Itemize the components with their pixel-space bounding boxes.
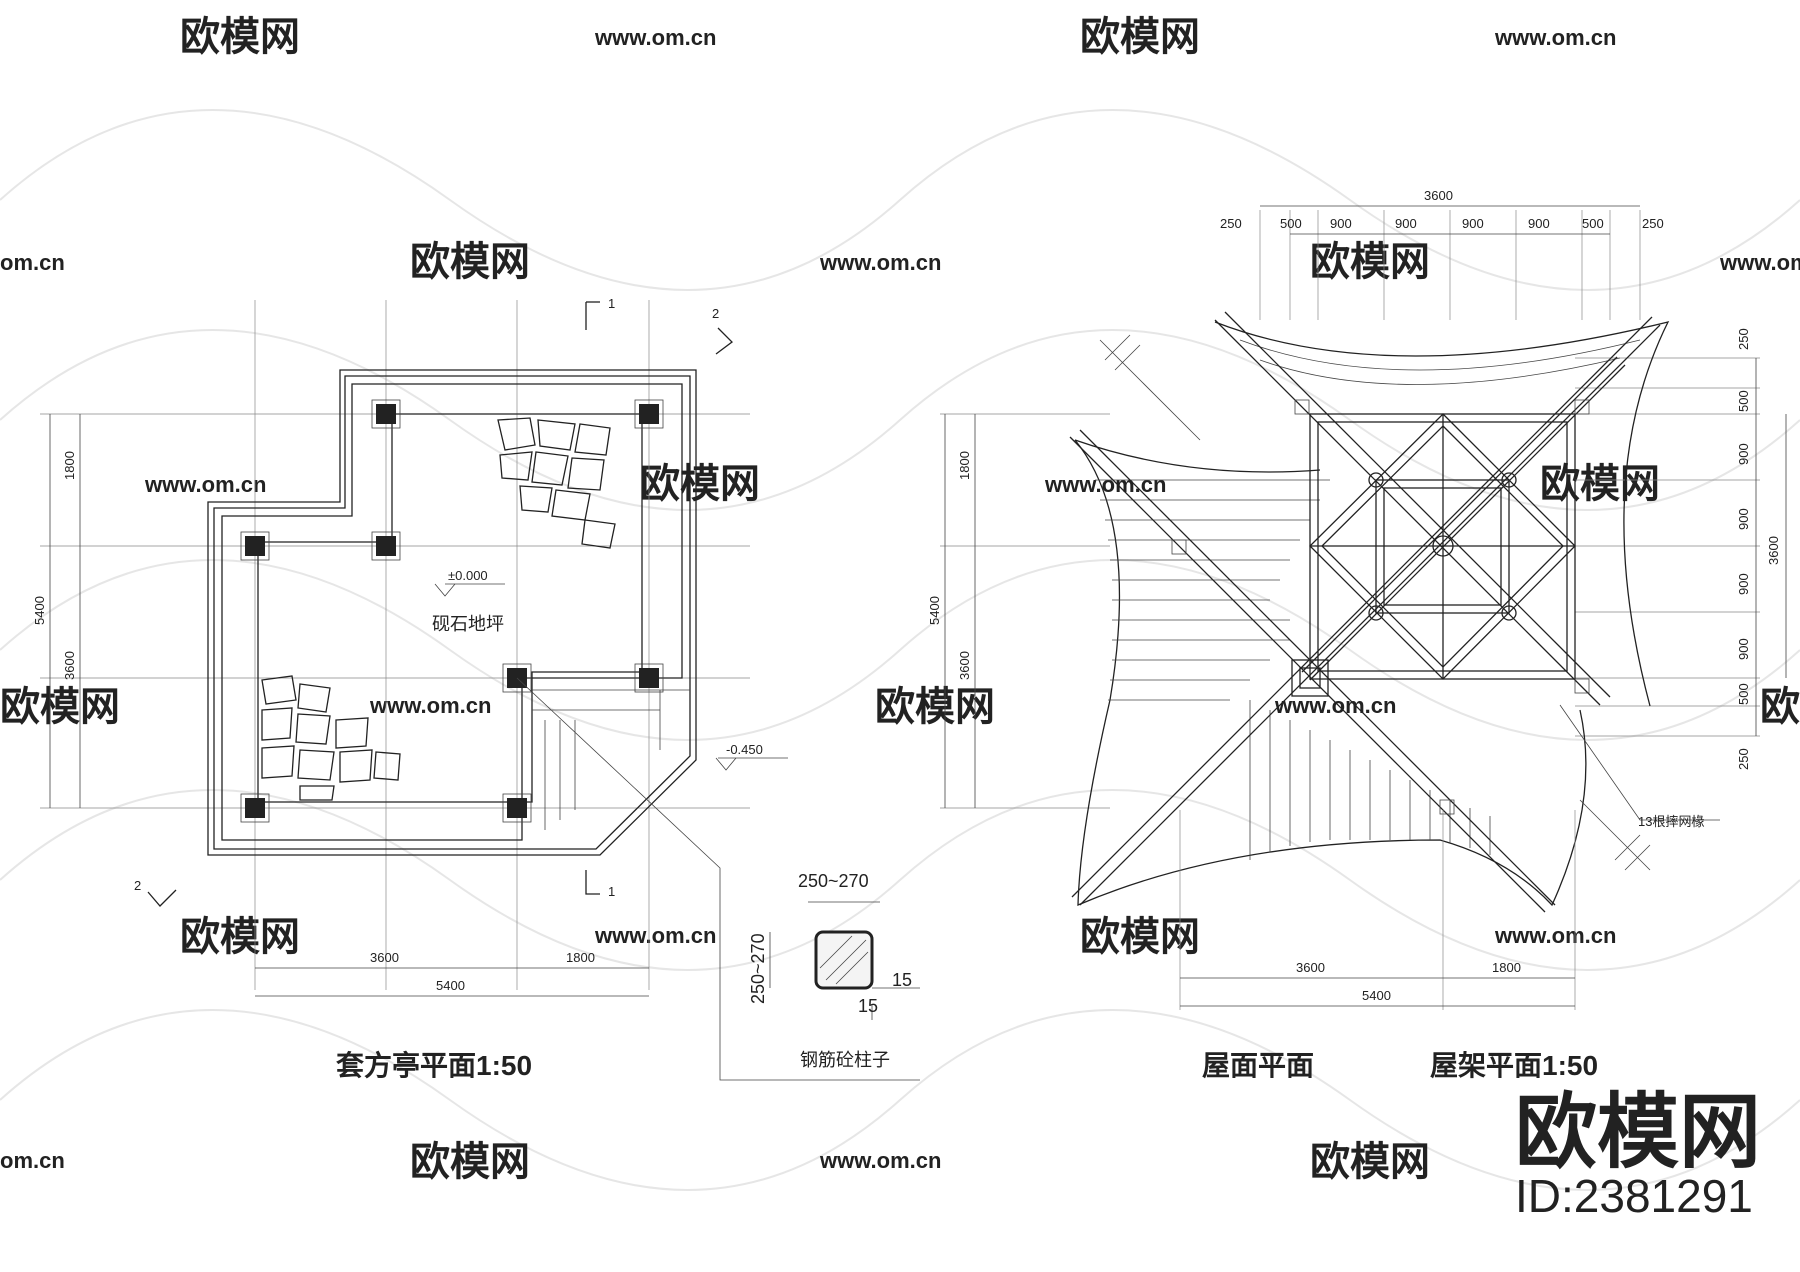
roof-plan-title: 屋面平面	[1202, 1050, 1314, 1081]
watermark-url: om.cn	[0, 1148, 65, 1173]
watermark-brand: 欧模网	[410, 1140, 530, 1184]
roof-dim-right-total: 3600	[1766, 536, 1781, 565]
watermark-brand: 欧模网	[1080, 15, 1200, 59]
column-offset-a: 15	[892, 970, 912, 990]
watermark-brand: 欧模网	[410, 240, 530, 284]
watermark-brand: 欧模网	[1080, 915, 1200, 959]
stamp-id: ID:2381291	[1515, 1170, 1753, 1222]
column	[639, 668, 659, 688]
dim-left-total: 5400	[32, 596, 47, 625]
roof-dim-bottom-total: 5400	[1362, 988, 1391, 1003]
roof-dim-right: 250	[1736, 748, 1751, 770]
roof-dim-top: 900	[1395, 216, 1417, 231]
roof-dim-top: 900	[1462, 216, 1484, 231]
roof-dim-right: 900	[1736, 573, 1751, 595]
level-main: ±0.000	[448, 568, 488, 583]
roof-frame-title: 屋架平面1:50	[1430, 1050, 1598, 1081]
section-mark-2: 2	[134, 878, 141, 893]
stone-paving	[497, 417, 616, 549]
watermark-layer: 欧模网 www.om.cn 欧模网 www.om.cn om.cn 欧模网 ww…	[0, 15, 1800, 1191]
column	[245, 536, 265, 556]
roof-dim-top-total: 3600	[1424, 188, 1453, 203]
column-detail-title: 钢筋砼柱子	[800, 1050, 890, 1070]
column	[245, 798, 265, 818]
watermark-brand: 欧模网	[180, 915, 300, 959]
watermark-url: www.om.cn	[144, 472, 266, 497]
roof-dim-top: 500	[1582, 216, 1604, 231]
dim-bottom-b: 1800	[566, 950, 595, 965]
stamp-brand: 欧模网	[1515, 1087, 1761, 1178]
column-detail: 250~270 250~270 15 15 钢筋砼柱子	[748, 871, 920, 1070]
column-size-h: 250~270	[798, 871, 869, 891]
column	[376, 404, 396, 424]
watermark-url: www.om.cn	[594, 25, 716, 50]
roof-plan: 13根摔网椽 3600 250 500 900 900 900 900 500 …	[927, 188, 1787, 1081]
column	[507, 798, 527, 818]
roof-dim-top: 500	[1280, 216, 1302, 231]
watermark-url: www.om.cn	[1044, 472, 1166, 497]
stone-paving	[261, 675, 401, 801]
roof-dim-right: 900	[1736, 638, 1751, 660]
roof-dim-top: 900	[1330, 216, 1352, 231]
roof-dim-left-total: 5400	[927, 596, 942, 625]
roof-dim-top: 250	[1220, 216, 1242, 231]
column-offset-b: 15	[858, 996, 878, 1016]
section-mark-1: 1	[608, 884, 615, 899]
column	[376, 536, 396, 556]
watermark-url: www.om.cn	[1274, 693, 1396, 718]
column	[639, 404, 659, 424]
watermark-brand: 欧模网	[1310, 1140, 1430, 1184]
roof-dim-top: 250	[1642, 216, 1664, 231]
watermark-url: www.om.cn	[819, 250, 941, 275]
roof-dim-right: 500	[1736, 683, 1751, 705]
watermark-brand: 欧模网	[1540, 462, 1660, 506]
watermark-brand: 欧模网	[875, 685, 995, 729]
floor-note: 砚石地坪	[432, 614, 504, 634]
column-size-v: 250~270	[748, 933, 768, 1004]
section-mark-1: 1	[608, 296, 615, 311]
roof-rafters	[1095, 479, 1491, 860]
watermark-url: www.om.cn	[1494, 923, 1616, 948]
roof-dim-top: 900	[1528, 216, 1550, 231]
watermark-url: om.cn	[0, 250, 65, 275]
watermark-url: www.om.cn	[369, 693, 491, 718]
roof-dim-bottom-a: 3600	[1296, 960, 1325, 975]
rafter-note: 13根摔网椽	[1638, 814, 1704, 829]
roof-dim-left-top: 1800	[957, 451, 972, 480]
roof-dim-right: 900	[1736, 508, 1751, 530]
roof-grid-lines	[940, 210, 1760, 809]
dim-bottom-total: 5400	[436, 978, 465, 993]
roof-dim-left-bottom: 3600	[957, 651, 972, 680]
plan-columns	[240, 399, 664, 823]
dim-left-bottom: 3600	[62, 651, 77, 680]
watermark-url: www.om.cn	[594, 923, 716, 948]
watermark-url: www.om.cn	[1719, 250, 1800, 275]
watermark-url: www.om.cn	[819, 1148, 941, 1173]
plan-grid-lines	[40, 300, 750, 990]
pavilion-floor-plan: ±0.000 砚石地坪 -0.450 1 1 2 2 1800 5400 360…	[32, 296, 920, 1081]
section-mark-2: 2	[712, 306, 719, 321]
roof-dim-bottom-b: 1800	[1492, 960, 1521, 975]
roof-dim-right: 500	[1736, 390, 1751, 412]
watermark-url: www.om.cn	[1494, 25, 1616, 50]
watermark-brand: 欧模网	[1760, 685, 1800, 729]
dim-bottom-a: 3600	[370, 950, 399, 965]
hip-beams	[1069, 311, 1661, 913]
roof-dim-right: 900	[1736, 443, 1751, 465]
plan-title: 套方亭平面1:50	[336, 1049, 532, 1081]
id-stamp: 欧模网 ID:2381291	[1515, 1087, 1761, 1222]
dim-left-top: 1800	[62, 451, 77, 480]
watermark-brand: 欧模网	[0, 685, 120, 729]
level-low: -0.450	[726, 742, 763, 757]
roof-dim-right: 250	[1736, 328, 1751, 350]
watermark-brand: 欧模网	[1310, 240, 1430, 284]
watermark-brand: 欧模网	[640, 462, 760, 506]
watermark-brand: 欧模网	[180, 15, 300, 59]
